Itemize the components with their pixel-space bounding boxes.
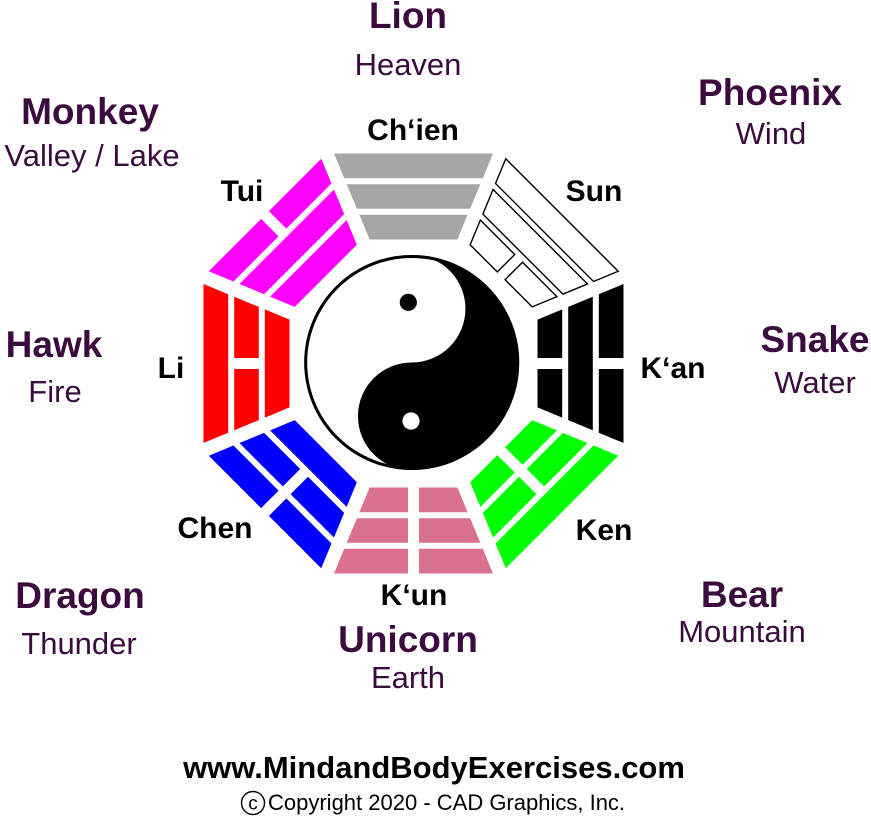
trigram-line-broken [598, 369, 624, 443]
trigram-line-broken [419, 518, 481, 543]
trigram-line-broken [419, 487, 468, 513]
trigram-line-broken [537, 309, 563, 358]
trigram-line-broken [526, 432, 588, 487]
trigram-line-broken [268, 158, 332, 229]
trigram-line-broken [359, 487, 408, 513]
trigram-line-solid [568, 296, 593, 431]
trigram-line-solid [359, 214, 468, 240]
trigram-ring [203, 153, 624, 574]
copyright-symbol: c [248, 794, 258, 815]
trigram-line-broken [290, 476, 345, 538]
trigram-sun [469, 157, 620, 308]
trigram-line-broken [234, 296, 259, 358]
trigram-line-solid [346, 184, 481, 209]
trigram-line-solid [203, 284, 229, 443]
animal-label-phoenix: Phoenix [698, 72, 842, 113]
trigram-line-broken [239, 432, 301, 487]
yin-yang-outline [304, 255, 520, 470]
element-label-thunder: Thunder [21, 626, 136, 661]
element-label-valley-lake: Valley / Lake [4, 138, 179, 173]
trigram-line-solid [270, 220, 357, 307]
animal-label-unicorn: Unicorn [338, 619, 478, 660]
copyright-icon: c [240, 790, 266, 816]
element-label-wind: Wind [736, 116, 807, 151]
trigram-line-broken [469, 218, 516, 273]
trigram-line-broken [598, 284, 624, 358]
trigram-tui [208, 158, 357, 307]
yang-half [304, 255, 466, 470]
trigram-label-chen: Chen [178, 512, 253, 545]
trigram-chen [208, 420, 357, 569]
yang-dot [402, 412, 420, 430]
trigram-line-broken [505, 420, 557, 465]
website-text: www.MindandBodyExercises.com [182, 750, 685, 785]
element-label-heaven: Heaven [355, 47, 462, 82]
animal-label-lion: Lion [369, 0, 447, 36]
animal-label-bear: Bear [701, 574, 783, 615]
trigram-chien [334, 153, 493, 240]
trigram-ken [470, 420, 619, 569]
trigram-kun [334, 487, 493, 574]
trigram-line-solid [239, 189, 345, 295]
yin-dot [399, 293, 417, 311]
trigram-label-chien: Ch‘ien [367, 114, 459, 147]
trigram-line-broken [537, 369, 563, 418]
animal-label-snake: Snake [760, 319, 869, 360]
trigram-line-broken [419, 548, 493, 574]
trigram-label-sun: Sun [566, 175, 623, 208]
trigram-line-solid [334, 153, 493, 179]
trigram-label-tui: Tui [221, 175, 264, 208]
trigram-line-broken [208, 218, 279, 282]
animal-label-dragon: Dragon [15, 575, 145, 616]
trigram-line-solid [495, 445, 619, 569]
trigram-line-broken [208, 445, 279, 509]
trigram-line-broken [334, 548, 408, 574]
trigram-kan [537, 284, 624, 443]
trigram-line-solid [264, 309, 290, 418]
animal-label-hawk: Hawk [6, 324, 103, 365]
trigram-line-broken [234, 369, 259, 431]
trigram-label-li: Li [158, 352, 185, 385]
animal-label-monkey: Monkey [21, 91, 159, 132]
copyright-text: Copyright 2020 - CAD Graphics, Inc. [268, 790, 625, 815]
trigram-label-kun: K‘un [381, 579, 448, 612]
trigram-line-broken [346, 518, 408, 543]
trigram-line-solid [494, 157, 620, 283]
trigram-line-broken [504, 261, 559, 308]
trigram-line-solid [270, 420, 357, 507]
trigram-line-broken [470, 455, 515, 507]
trigram-line-solid [482, 188, 589, 295]
element-label-earth: Earth [371, 660, 445, 695]
element-label-water: Water [774, 365, 856, 400]
trigram-li [203, 284, 290, 443]
trigram-label-ken: Ken [576, 514, 633, 547]
trigram-label-kan: K‘an [640, 352, 705, 385]
trigram-line-broken [268, 498, 332, 569]
yin-yang-icon [304, 255, 520, 470]
element-label-fire: Fire [28, 374, 81, 409]
trigram-line-broken [482, 476, 537, 538]
element-label-mountain: Mountain [678, 614, 806, 649]
